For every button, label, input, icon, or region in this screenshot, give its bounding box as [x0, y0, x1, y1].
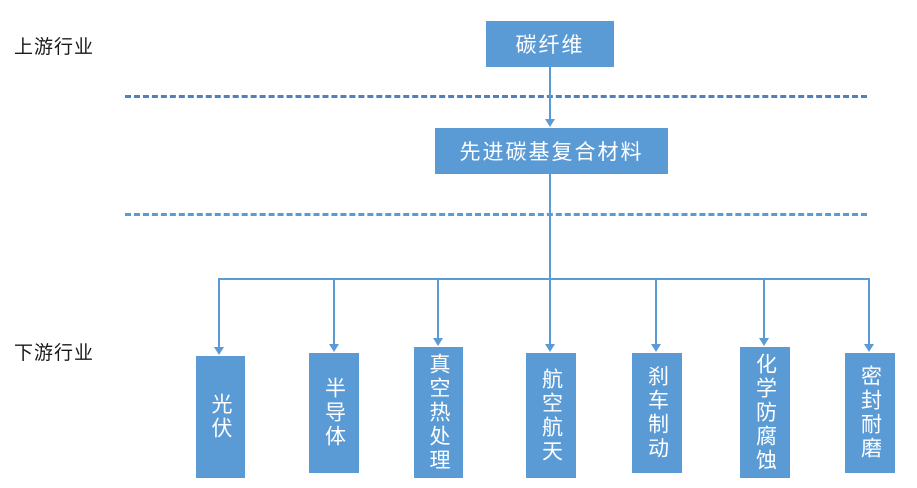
connector-branch-7 [868, 278, 870, 344]
connector-distribution-bus [218, 278, 870, 280]
node-carbon-fiber[interactable]: 碳纤维 [486, 21, 614, 67]
arrow-head-icon [864, 344, 874, 352]
node-downstream-2[interactable]: 半导体 [309, 353, 359, 473]
connector-branch-1 [218, 278, 220, 347]
node-downstream-1[interactable]: 光伏 [196, 356, 245, 478]
connector-branch-3 [437, 278, 439, 338]
arrow-head-icon [329, 344, 339, 352]
node-downstream-7[interactable]: 密封耐磨 [845, 353, 895, 473]
arrow-head-icon [214, 347, 224, 355]
tier-label-downstream: 下游行业 [14, 343, 95, 364]
node-advanced-composite[interactable]: 先进碳基复合材料 [435, 128, 668, 174]
tier-label-upstream: 上游行业 [14, 37, 95, 58]
divider-lower [125, 213, 867, 216]
node-downstream-4[interactable]: 航空航天 [526, 353, 576, 478]
arrow-head-icon [759, 338, 769, 346]
connector-branch-4 [549, 278, 551, 344]
arrow-head-icon [545, 119, 555, 127]
arrow-head-icon [545, 344, 555, 352]
node-downstream-5[interactable]: 刹车制动 [632, 353, 682, 473]
node-downstream-6[interactable]: 化学防腐蚀 [740, 347, 790, 478]
connector-branch-6 [763, 278, 765, 338]
connector-upstream-to-midstream [549, 67, 551, 121]
arrow-head-icon [651, 344, 661, 352]
connector-midstream-trunk [549, 174, 551, 279]
connector-branch-2 [333, 278, 335, 344]
arrow-head-icon [433, 338, 443, 346]
connector-branch-5 [655, 278, 657, 344]
divider-upper [125, 95, 867, 98]
node-downstream-3[interactable]: 真空热处理 [414, 347, 463, 478]
